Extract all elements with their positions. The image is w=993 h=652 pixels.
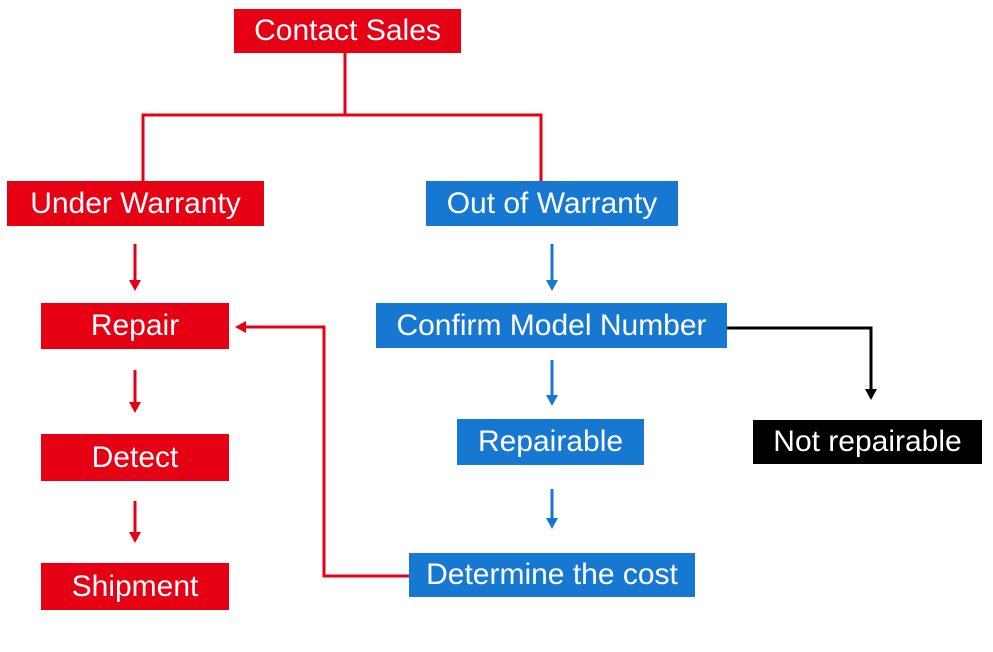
edge-out-of-warranty-to-confirm-arrowhead [546, 280, 558, 291]
edge-determine-to-repair-line [246, 325, 409, 578]
node-repair: Repair [41, 303, 229, 349]
node-not-repairable-label: Not repairable [773, 425, 962, 458]
node-under-warranty-label: Under Warranty [30, 186, 241, 220]
node-confirm-model-number: Confirm Model Number [376, 303, 727, 348]
node-not-repairable: Not repairable [753, 420, 982, 464]
node-determine-the-cost: Determine the cost [409, 553, 695, 597]
node-repairable: Repairable [457, 419, 644, 465]
node-detect-label: Detect [91, 440, 179, 474]
node-shipment-label: Shipment [71, 569, 199, 603]
edge-repair-to-detect-arrowhead [129, 402, 141, 413]
node-determine-the-cost-label: Determine the cost [426, 558, 678, 591]
node-repairable-label: Repairable [477, 425, 624, 458]
edge-confirm-to-not-repairable-line [727, 326, 873, 389]
edge-confirm-to-not-repairable-arrowhead [865, 389, 877, 400]
edge-detect-to-shipment-arrowhead [129, 532, 141, 543]
node-detect: Detect [41, 434, 229, 481]
node-contact-sales: Contact Sales [234, 9, 461, 53]
node-under-warranty: Under Warranty [7, 181, 264, 226]
node-out-of-warranty: Out of Warranty [426, 181, 678, 226]
node-contact-sales-label: Contact Sales [254, 14, 441, 47]
edge-repairable-to-determine-arrowhead [546, 518, 558, 529]
node-repair-label: Repair [90, 309, 180, 342]
edge-contact-sales-branch [141, 113, 543, 181]
node-out-of-warranty-label: Out of Warranty [446, 186, 658, 220]
edge-determine-to-repair-arrowhead [235, 321, 246, 333]
edge-confirm-to-repairable-arrowhead [546, 395, 558, 406]
node-shipment: Shipment [41, 563, 229, 610]
edge-under-warranty-to-repair-arrowhead [129, 280, 141, 291]
node-confirm-model-number-label: Confirm Model Number [396, 308, 707, 342]
